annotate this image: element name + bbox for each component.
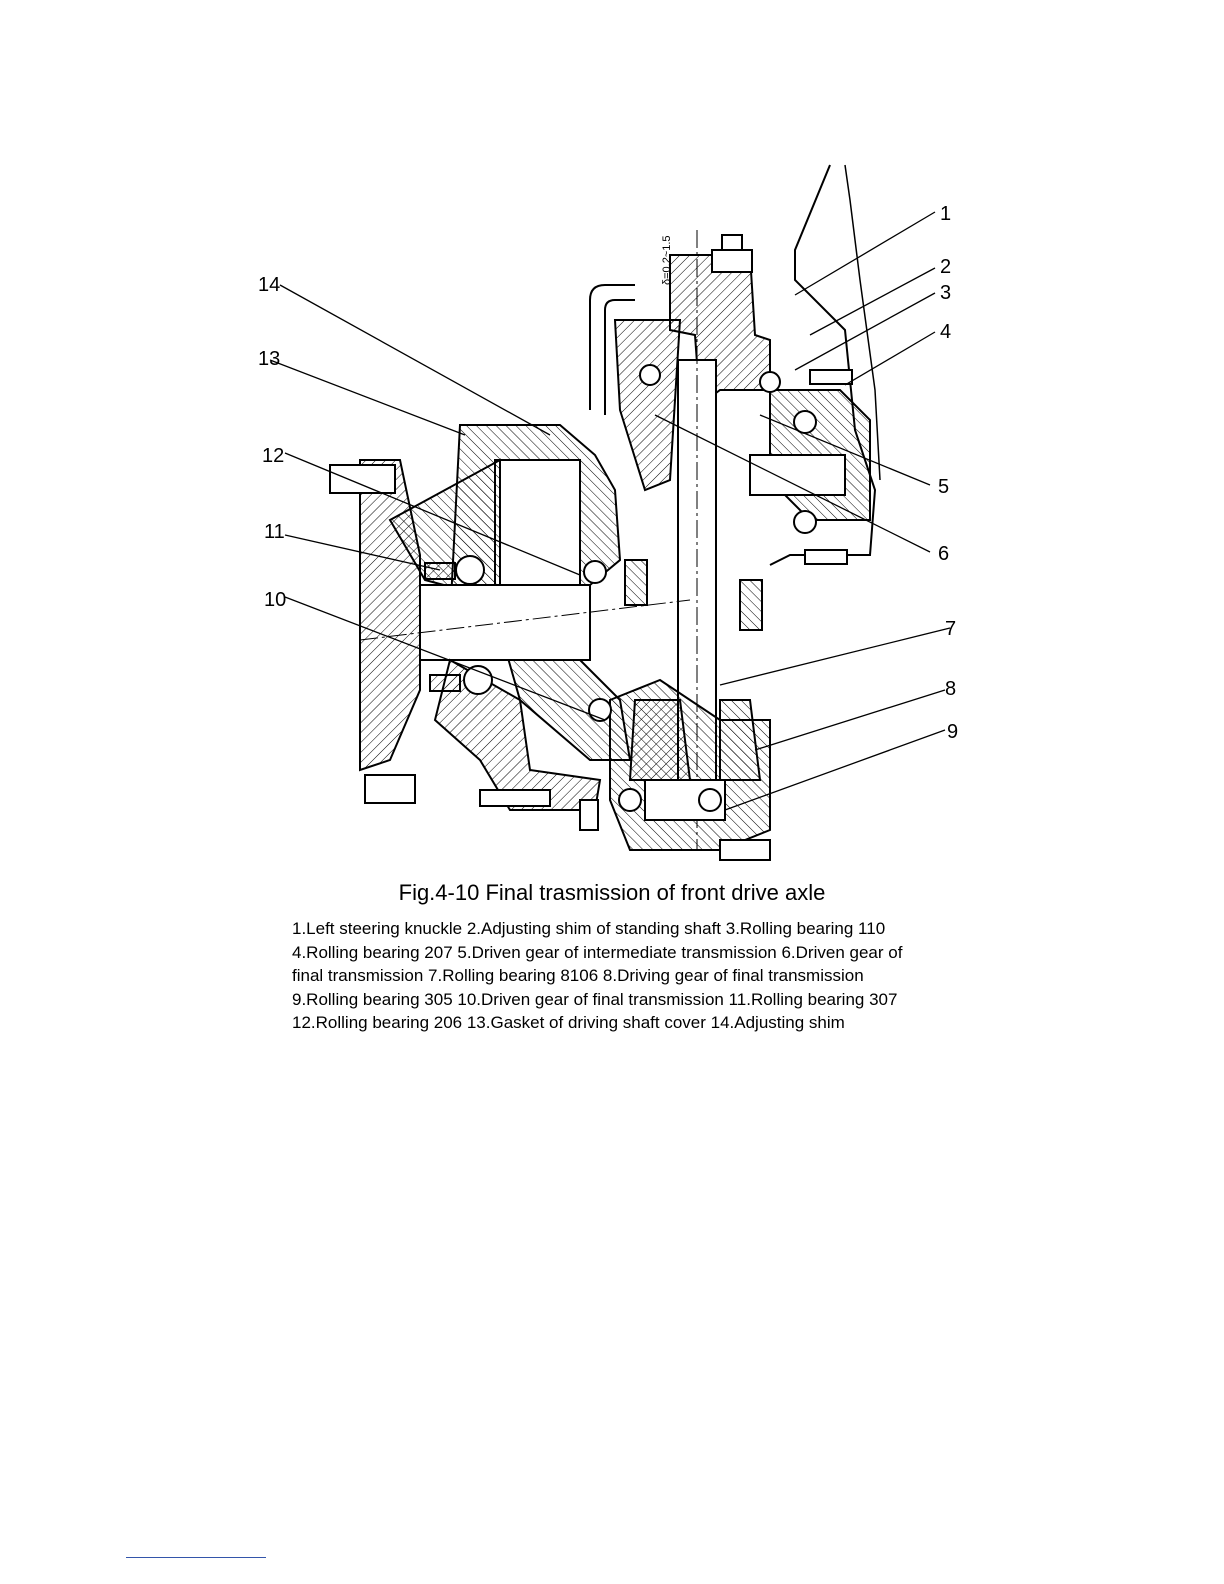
callout-11: 11 [264, 521, 285, 543]
legend-line: 4.Rolling bearing 207 5.Driven gear of i… [292, 942, 903, 962]
callout-8: 8 [945, 678, 956, 700]
callout-12: 12 [262, 445, 284, 467]
legend-line: 1.Left steering knuckle 2.Adjusting shim… [292, 919, 886, 938]
callout-1: 1 [940, 203, 951, 225]
legend-line: final transmission 7.Rolling bearing 810… [292, 966, 864, 985]
leader-lines [269, 211, 951, 811]
figure-caption: Fig.4-10 Final trasmission of front driv… [398, 880, 826, 905]
callout-13: 13 [258, 348, 280, 370]
callout-10: 10 [264, 589, 286, 611]
technical-drawing: 1 2 3 4 5 6 7 8 9 10 11 12 13 14 δ=0.2~1… [258, 164, 958, 861]
callout-7: 7 [945, 618, 956, 640]
dimension-note: δ=0.2~1.5 [661, 235, 673, 285]
legend-line: 9.Rolling bearing 305 10.Driven gear of … [292, 989, 898, 1009]
callout-2: 2 [940, 256, 951, 278]
footnote-rule [126, 1557, 266, 1558]
callout-labels: 1 2 3 4 5 6 7 8 9 10 11 12 13 14 δ=0.2~1… [258, 203, 958, 743]
callout-3: 3 [940, 282, 951, 304]
callout-14: 14 [258, 274, 280, 296]
figure-legend: 1.Left steering knuckle 2.Adjusting shim… [292, 917, 992, 1035]
callout-9: 9 [947, 721, 958, 743]
callout-4: 4 [940, 321, 951, 343]
housing [329, 164, 881, 861]
callout-5: 5 [938, 476, 949, 498]
callout-6: 6 [938, 543, 949, 565]
legend-line: 12.Rolling bearing 206 13.Gasket of driv… [292, 1013, 845, 1032]
